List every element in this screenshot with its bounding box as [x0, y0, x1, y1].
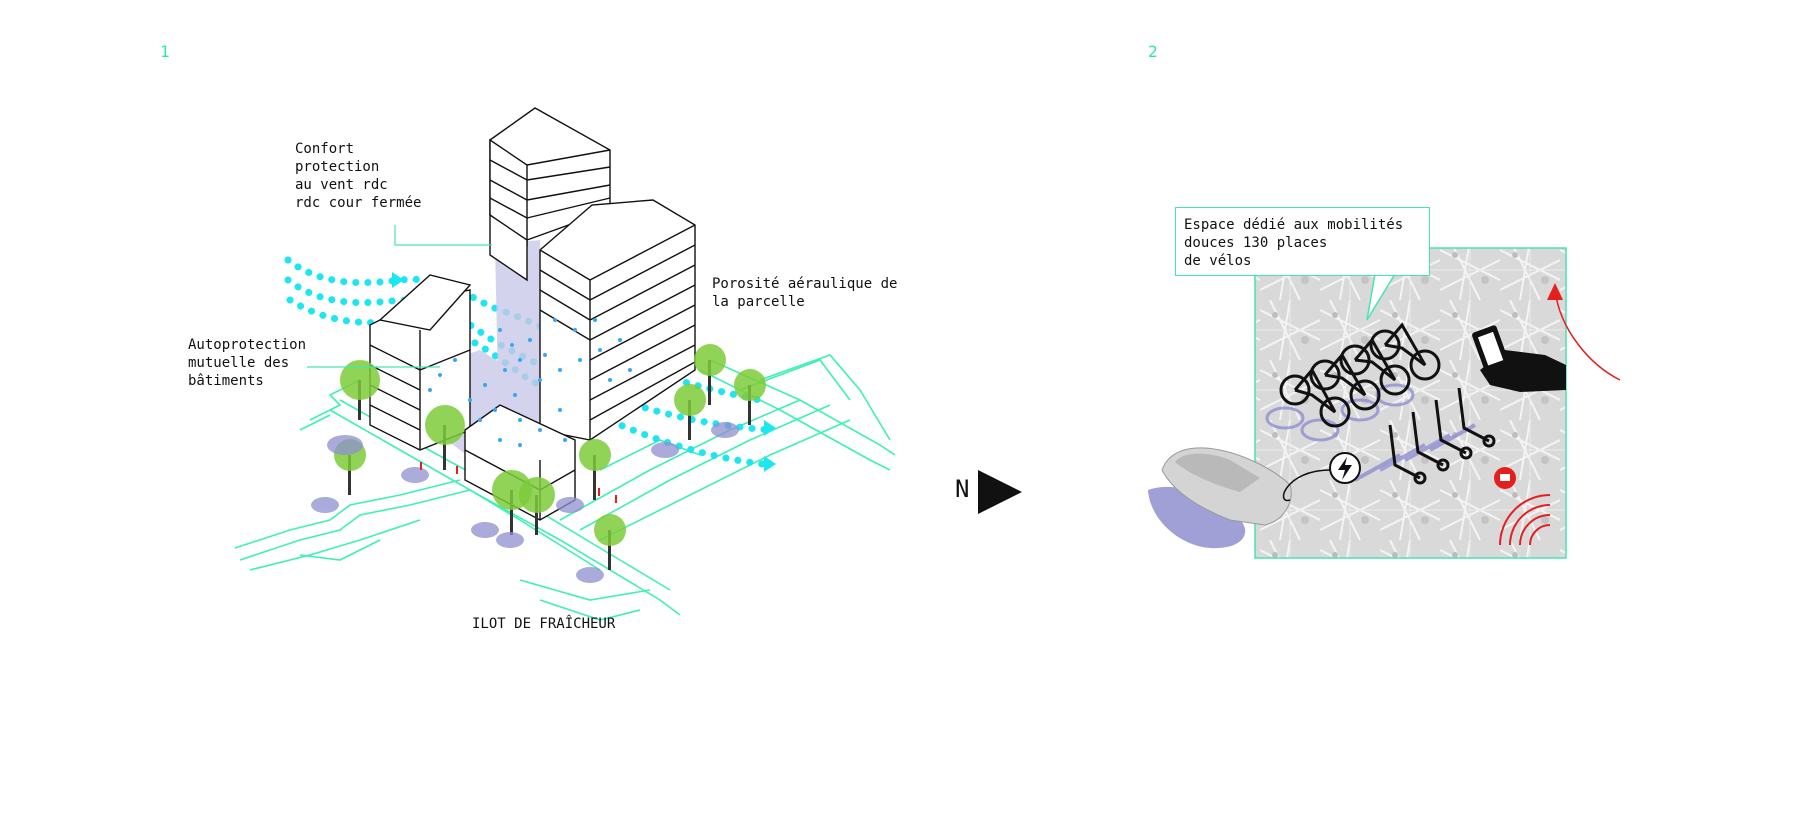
- wifi-signal-icon: [1499, 494, 1551, 546]
- label-confort: Confort protection au vent rdc rdc cour …: [295, 141, 422, 211]
- air-particles: [428, 318, 632, 447]
- label-ilot: ILOT DE FRAÎCHEUR: [472, 616, 616, 632]
- smartphone-icon: [1472, 325, 1566, 392]
- building-right: [539, 199, 696, 441]
- red-arrow-icon: [1554, 289, 1621, 381]
- wind-arrow-icon: [392, 272, 776, 472]
- tree-icon: [334, 344, 766, 570]
- label-autoprotection: Autoprotection mutuelle des bâtiments: [188, 337, 307, 389]
- bike-shadows: [1265, 383, 1415, 442]
- charging-cable: [1282, 469, 1331, 502]
- car-shadow: [1148, 486, 1246, 549]
- panel-1-number: 1: [160, 42, 170, 61]
- building-tower: [489, 107, 611, 282]
- mobility-callout: Espace dédié aux mobilités douces 130 pl…: [1175, 207, 1430, 276]
- leader-lines: [307, 225, 492, 368]
- north-label: N: [955, 475, 970, 503]
- location-pin-icon: [1494, 467, 1516, 489]
- panel-2-number: 2: [1148, 42, 1158, 61]
- north-arrow-icon: [978, 470, 1022, 514]
- people-figures: [420, 462, 617, 503]
- charging-icon: [1329, 452, 1361, 484]
- city-map: [1254, 247, 1567, 559]
- scooter-icon: [1388, 387, 1496, 485]
- bicycle-icon: [1279, 322, 1441, 428]
- label-porosite: Porosité aéraulique de la parcelle: [712, 276, 898, 310]
- tree-shadows: [311, 422, 739, 583]
